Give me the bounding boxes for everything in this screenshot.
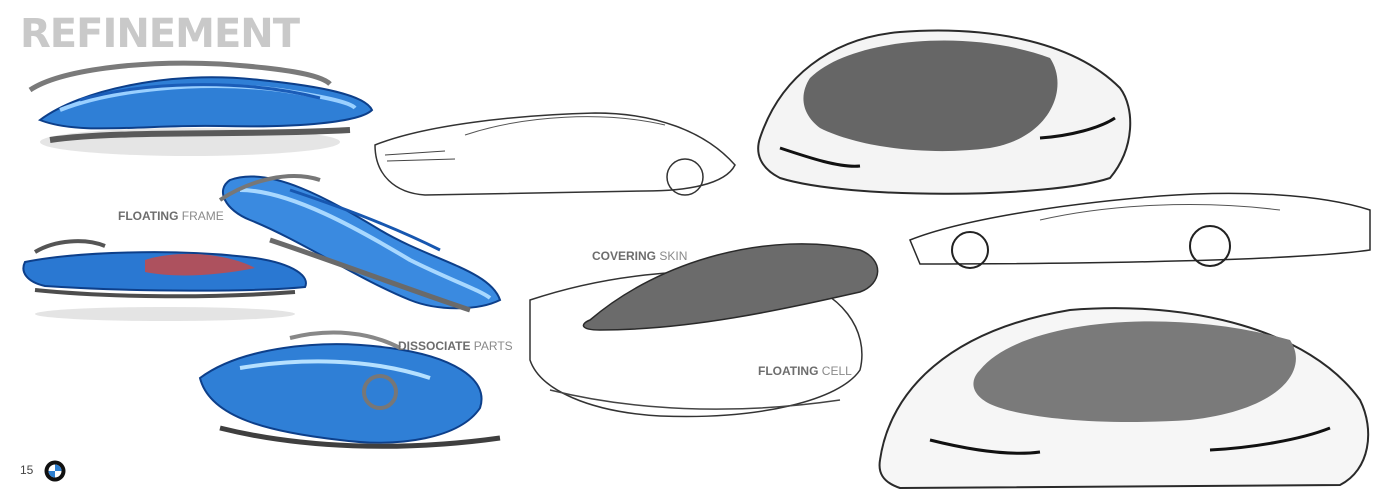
caption-floating-frame-bold: FLOATING bbox=[118, 209, 179, 223]
caption-floating-frame: FLOATING FRAME bbox=[118, 210, 224, 222]
caption-covering-skin-light: SKIN bbox=[656, 249, 688, 263]
caption-dissociate-parts-light: PARTS bbox=[470, 339, 513, 353]
frame-sketch-bottom bbox=[198, 330, 501, 449]
caption-floating-cell-light: CELL bbox=[818, 364, 852, 378]
line-sketch-right-side bbox=[909, 192, 1371, 269]
caption-floating-cell-bold: FLOATING bbox=[758, 364, 819, 378]
caption-floating-cell: FLOATING CELL bbox=[758, 365, 852, 377]
caption-covering-skin-bold: COVERING bbox=[592, 249, 657, 263]
frame-sketch-side bbox=[22, 239, 307, 321]
line-sketch-side-view bbox=[374, 112, 736, 196]
caption-floating-frame-light: FRAME bbox=[178, 209, 224, 223]
bmw-roundel-icon bbox=[44, 460, 66, 482]
page-number: 15 bbox=[20, 463, 34, 477]
gray-sketch-covering-skin bbox=[529, 243, 879, 418]
caption-covering-skin: COVERING SKIN bbox=[592, 250, 687, 262]
gray-sketch-front-top bbox=[757, 29, 1132, 195]
frame-sketch-top bbox=[28, 60, 374, 156]
caption-dissociate-parts-bold: DISSOCIATE bbox=[398, 339, 471, 353]
page-title: REFINEMENT bbox=[20, 11, 300, 57]
gray-sketch-front-bottom bbox=[878, 307, 1370, 490]
frame-sketch-middle bbox=[218, 174, 502, 313]
caption-dissociate-parts: DISSOCIATE PARTS bbox=[398, 340, 513, 352]
